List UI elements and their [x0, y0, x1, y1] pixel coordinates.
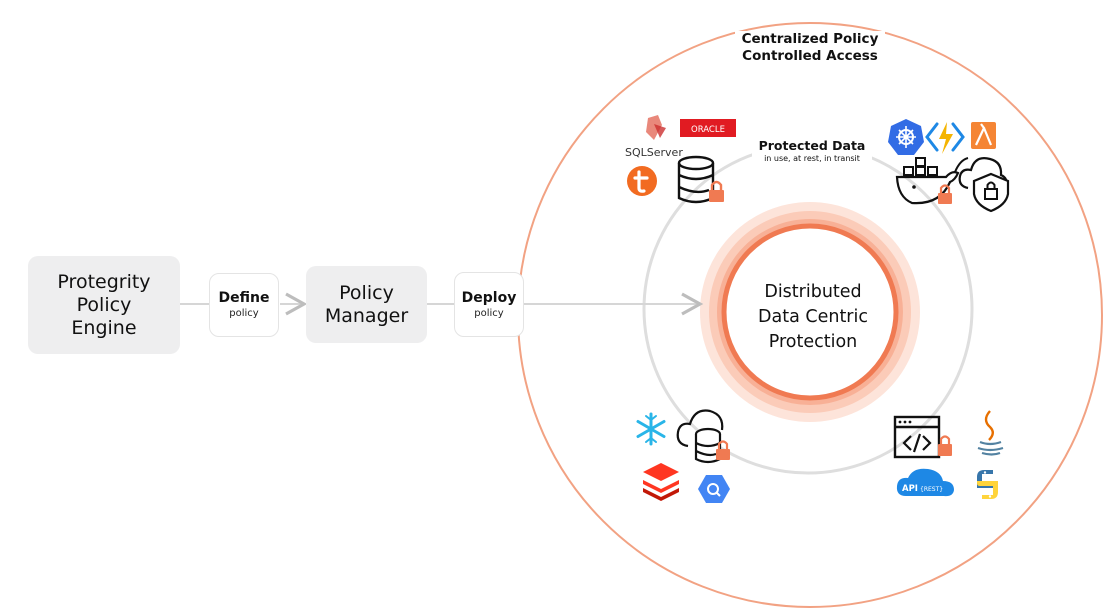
- deploy-step-subtitle: policy: [474, 307, 504, 319]
- aws-lambda-icon: [971, 122, 996, 149]
- protected-data-label: Protected Data in use, at rest, in trans…: [752, 138, 872, 164]
- databricks-icon: [643, 463, 679, 501]
- bigquery-icon: [698, 475, 730, 503]
- cloud-database-lock-icon: [676, 409, 730, 464]
- distributed-protection-label: Distributed Data Centric Protection: [758, 282, 868, 352]
- define-step-subtitle: policy: [229, 308, 259, 319]
- code-window-lock-icon: [893, 415, 952, 459]
- deploy-step-title: Deploy: [461, 289, 517, 306]
- define-policy-step: Define policy: [209, 273, 279, 337]
- sqlserver-logo: SQLServer: [625, 115, 683, 159]
- api-label: API: [902, 484, 918, 494]
- deploy-policy-step: Deploy policy: [454, 272, 524, 337]
- rest-label: {REST}: [920, 486, 943, 493]
- oracle-logo: ORACLE: [680, 119, 736, 137]
- protection-core: [721, 223, 899, 401]
- cloud-lock-icon: [958, 157, 1010, 213]
- java-icon: [977, 410, 1004, 456]
- oracle-logo-text: ORACLE: [691, 125, 725, 135]
- azure-functions-icon: [925, 122, 965, 154]
- policy-manager-box: Policy Manager: [306, 266, 427, 343]
- kubernetes-icon: [888, 119, 924, 155]
- define-step-title: Define: [218, 290, 270, 306]
- protegrity-policy-engine-box: Protegrity Policy Engine: [28, 256, 180, 354]
- talend-logo: [627, 166, 657, 196]
- docker-icon: [895, 157, 969, 205]
- sqlserver-logo-text: SQLServer: [625, 146, 683, 159]
- database-lock-icon: [677, 155, 724, 204]
- protected-data-subtitle: in use, at rest, in transit: [764, 154, 860, 163]
- rest-api-icon: API {REST}: [896, 468, 954, 497]
- protected-data-title: Protected Data: [758, 138, 866, 153]
- centralized-policy-label: Centralized Policy Controlled Access: [735, 31, 885, 65]
- python-icon: [977, 470, 998, 499]
- snowflake-icon: [636, 412, 666, 446]
